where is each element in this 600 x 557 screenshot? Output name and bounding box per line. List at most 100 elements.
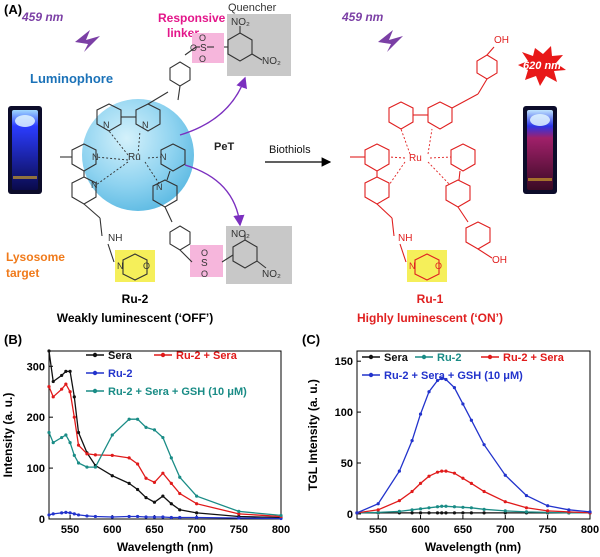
data-point: [169, 502, 173, 506]
data-point: [452, 505, 457, 509]
legend-label: Ru-2 + Sera: [176, 350, 238, 362]
morpholine-box-left: [115, 250, 155, 282]
x-tick-label: 700: [187, 524, 205, 536]
data-point: [440, 469, 444, 473]
data-point: [452, 511, 457, 515]
x-tick-label: 550: [369, 524, 387, 536]
data-point: [237, 512, 241, 516]
oxygen-atom-bottom-2: O: [201, 269, 208, 279]
data-point: [503, 473, 507, 477]
data-point: [110, 433, 114, 437]
data-point: [47, 513, 51, 517]
data-point: [161, 494, 165, 498]
data-point: [72, 453, 76, 457]
y-tick-label: 100: [27, 463, 45, 475]
data-point: [482, 443, 486, 447]
data-point: [68, 511, 72, 515]
y-tick-label: 100: [335, 407, 353, 419]
data-point: [524, 506, 529, 510]
panel-a: (A) 459 nm Responsive linker Quencher S …: [4, 2, 566, 325]
data-point: [440, 511, 444, 515]
nitro-group-bottom-1: NO₂: [231, 229, 250, 240]
oxygen-atom-top-3: O: [190, 43, 197, 53]
x-tick-label: 650: [145, 524, 163, 536]
series-line: [356, 505, 590, 514]
pet-arrow-bottom: [184, 164, 245, 227]
data-point: [195, 511, 199, 515]
lightning-bolt-icon-right: [378, 30, 403, 52]
hydroxyl-top: OH: [494, 35, 509, 46]
data-point: [135, 417, 140, 421]
emission-wavelength: 620 nm: [523, 60, 561, 72]
vial-off: [8, 106, 42, 194]
data-point: [376, 508, 380, 512]
ru-1-coordination-bonds: [388, 128, 452, 186]
morpholine-n-left: N: [117, 261, 124, 271]
nitro-group-bottom-2: NO₂: [262, 269, 281, 280]
data-point: [47, 349, 51, 353]
data-point: [397, 499, 401, 503]
data-point: [279, 513, 283, 518]
data-point: [51, 512, 55, 516]
data-point: [161, 435, 165, 440]
ru-2-compound-label: Ru-2: [122, 292, 149, 306]
x-tick-label: 750: [230, 524, 248, 536]
data-point: [410, 511, 414, 515]
data-point: [47, 430, 51, 435]
responsive-linker-label-1: Responsive: [158, 11, 226, 25]
legend-label: Ru-2 + Sera + GSH (10 μM): [108, 386, 247, 398]
data-point: [135, 514, 140, 519]
data-point: [452, 386, 457, 390]
data-point: [76, 461, 81, 465]
data-point: [524, 493, 529, 498]
data-point: [110, 515, 114, 519]
data-point: [60, 387, 64, 391]
data-point: [418, 507, 423, 511]
data-point: [127, 481, 131, 485]
legend-label: Sera: [384, 352, 409, 364]
vial-on: [523, 106, 557, 194]
phenyl-ring-top: [169, 61, 191, 87]
chart-c-ylabel: TGL Intensity (a. u.): [306, 379, 320, 491]
data-point: [135, 487, 140, 492]
data-point: [93, 514, 97, 519]
data-point: [237, 509, 241, 513]
legend-marker: [421, 354, 427, 360]
series-line: [48, 382, 282, 518]
data-point: [144, 425, 148, 429]
data-point: [64, 433, 68, 437]
data-point: [60, 435, 64, 440]
morpholine-ring-right: [414, 253, 440, 281]
data-point: [435, 378, 440, 383]
quencher-box-bottom: [226, 226, 292, 284]
data-point: [440, 376, 444, 381]
legend-marker: [92, 388, 98, 394]
data-point: [152, 428, 157, 432]
x-tick-label: 600: [103, 524, 121, 536]
nitro-group-top-2: NO₂: [262, 56, 281, 67]
data-point: [435, 470, 440, 474]
panel-c-label: (C): [302, 332, 320, 347]
morpholine-ring-left: [122, 253, 148, 281]
x-tick-label: 550: [61, 524, 79, 536]
hydroxyl-bottom: OH: [492, 255, 507, 266]
data-point: [169, 481, 173, 485]
data-point: [195, 515, 199, 520]
data-point: [469, 418, 473, 422]
sulfur-atom-bottom: S: [201, 258, 208, 269]
legend-marker: [368, 354, 374, 360]
data-point: [482, 511, 486, 515]
chart-c-plot-area: [356, 350, 591, 520]
data-point: [68, 441, 72, 445]
linker-box-bottom: [190, 245, 223, 277]
data-point: [469, 511, 473, 515]
linker-box-top: [192, 33, 224, 63]
data-point: [444, 469, 448, 473]
data-point: [93, 465, 97, 469]
data-point: [85, 465, 89, 469]
series-line: [48, 511, 282, 520]
